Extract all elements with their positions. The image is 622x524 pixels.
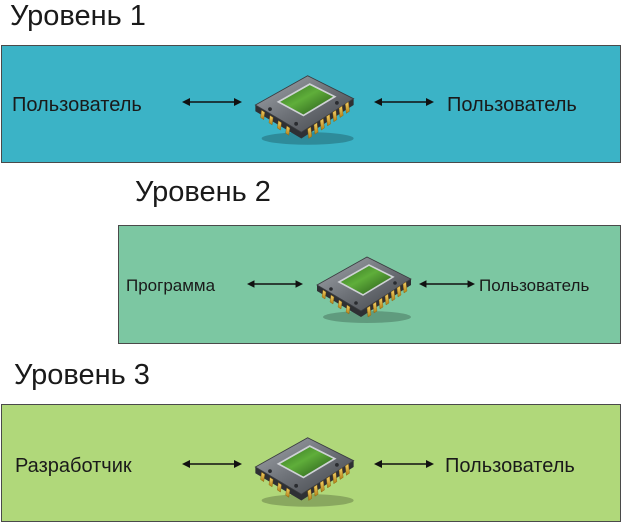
double-arrow-icon xyxy=(374,458,434,470)
level-3-title: Уровень 3 xyxy=(14,359,150,391)
level-1-left-label: Пользователь xyxy=(12,94,142,116)
level-1-right-label: Пользователь xyxy=(447,94,577,116)
double-arrow-icon xyxy=(182,458,242,470)
double-arrow-icon xyxy=(374,96,434,108)
microchip-icon xyxy=(247,425,362,509)
level-2-panel: Программа Пользователь xyxy=(118,225,621,344)
level-3-left-label: Разработчик xyxy=(15,455,132,477)
level-2-right-label: Пользователь xyxy=(479,276,590,295)
double-arrow-icon xyxy=(247,278,303,290)
double-arrow-icon xyxy=(182,96,242,108)
microchip-icon xyxy=(309,244,419,326)
double-arrow-icon xyxy=(419,278,475,290)
level-1-title: Уровень 1 xyxy=(10,0,146,32)
level-3-right-label: Пользователь xyxy=(445,455,575,477)
level-2-left-label: Программа xyxy=(126,276,216,295)
microchip-icon xyxy=(247,63,362,147)
level-3-panel: Разработчик Пользователь xyxy=(1,404,621,522)
level-2-title: Уровень 2 xyxy=(135,176,271,208)
level-1-panel: Пользователь Пользователь xyxy=(1,45,621,163)
